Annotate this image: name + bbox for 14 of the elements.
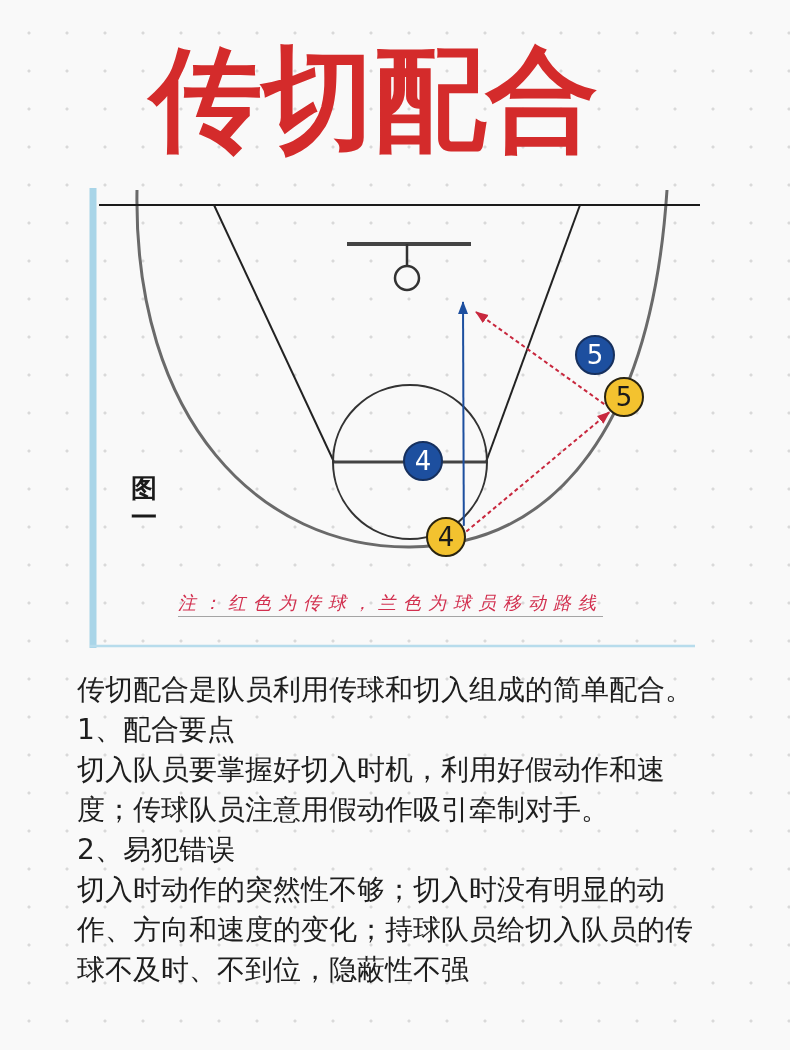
paragraph: 传切配合是队员利用传球和切入组成的简单配合。	[77, 672, 694, 708]
figure-label: 图一	[131, 474, 157, 532]
player-marker: 5	[604, 377, 644, 417]
paragraph: 切入时动作的突然性不够；切入时没有明显的动作、方向和速度的变化；持球队员给切入队员的传球不及时、不到位，隐蔽性不强	[77, 872, 694, 988]
paragraph: 切入队员要掌握好切入时机，利用好假动作和速度；传球队员注意用假动作吸引牵制对手。	[77, 752, 666, 828]
player-marker: 4	[426, 517, 466, 557]
note-text: 注：红色为传球，兰色为球员移动路线	[178, 590, 603, 617]
section-heading: 1、配合要点	[77, 712, 236, 748]
player-marker: 5	[575, 335, 615, 375]
player-marker: 4	[403, 441, 443, 481]
arrow	[458, 301, 469, 527]
dashed-arrow	[465, 411, 611, 533]
section-heading: 2、易犯错误	[77, 832, 236, 868]
dashed-arrow	[475, 311, 606, 406]
